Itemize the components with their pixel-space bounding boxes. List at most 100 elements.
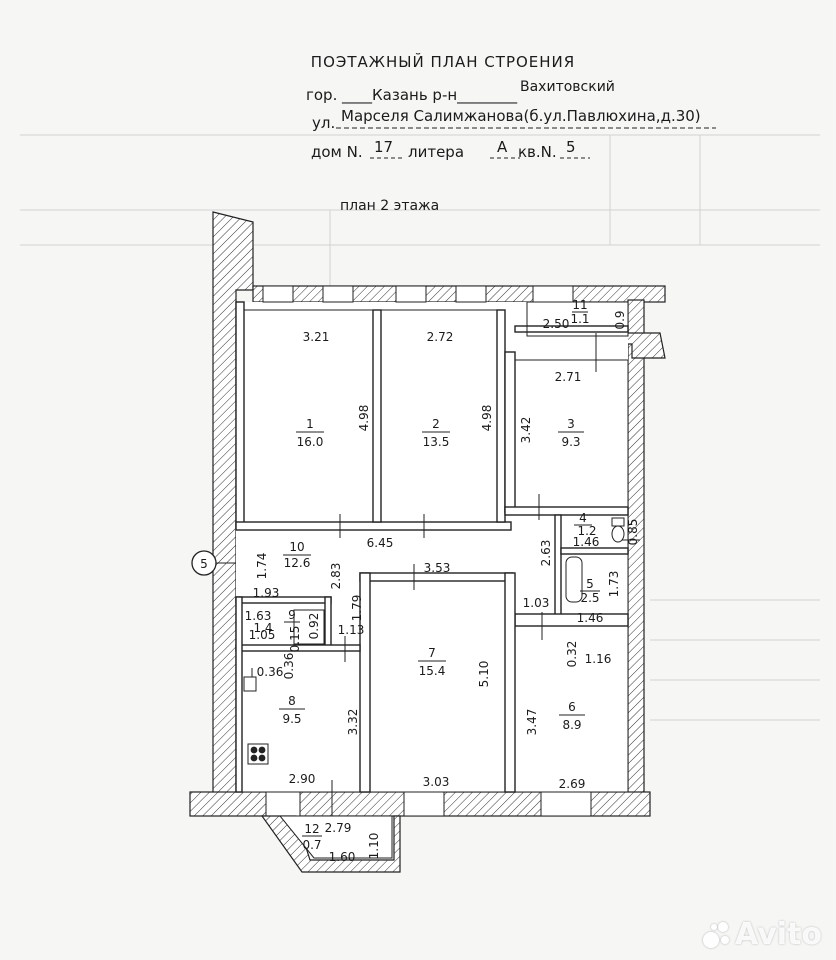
room-number: 2 xyxy=(432,417,440,431)
avito-wordmark: Avito xyxy=(735,917,822,952)
svg-text:2.72: 2.72 xyxy=(427,330,454,344)
apartment-number: 5 xyxy=(566,138,576,156)
room-area: 15.4 xyxy=(419,664,446,678)
axis-marker-label: 5 xyxy=(200,557,208,571)
room-number: 7 xyxy=(428,646,436,660)
room-area: 2.5 xyxy=(580,591,599,605)
room-11: 11 1.1 xyxy=(570,298,589,326)
room-2: 2 13.5 xyxy=(422,417,450,449)
room-area: 1.4 xyxy=(253,621,272,635)
room-8: 8 9.5 xyxy=(279,694,305,726)
svg-text:3.47: 3.47 xyxy=(525,709,539,736)
city-line: ____Казань р-н________ xyxy=(341,86,518,105)
svg-text:2.79: 2.79 xyxy=(325,821,352,835)
room-area: 12.6 xyxy=(284,556,311,570)
svg-text:0.9: 0.9 xyxy=(613,310,627,329)
room-lines xyxy=(241,301,640,830)
litera-label: литера xyxy=(408,143,464,161)
room-number: 3 xyxy=(567,417,575,431)
interior-fill xyxy=(236,302,628,792)
plan-header: ПОЭТАЖНЫЙ ПЛАН СТРОЕНИЯ Вахитовский гор.… xyxy=(306,52,716,214)
svg-text:1.46: 1.46 xyxy=(577,611,604,625)
room-12: 12 0.7 xyxy=(302,822,322,852)
room-number: 12 xyxy=(304,822,319,836)
room-area: 13.5 xyxy=(423,435,450,449)
bathtub-icon xyxy=(565,556,583,603)
room-number: 4 xyxy=(579,511,587,525)
room-10: 10 12.6 xyxy=(283,540,311,570)
district-value: Вахитовский xyxy=(520,79,615,95)
svg-text:5.10: 5.10 xyxy=(477,661,491,688)
room-1: 1 16.0 xyxy=(296,417,324,449)
interior-walls xyxy=(235,301,629,793)
room-3: 3 9.3 xyxy=(558,417,584,449)
svg-text:3.53: 3.53 xyxy=(424,561,451,575)
svg-text:1.46: 1.46 xyxy=(573,535,600,549)
sink-icon xyxy=(243,676,257,692)
room-area: 1.1 xyxy=(570,312,589,326)
street-value: Марселя Салимжанова(б.ул.Павлюхина,д.30) xyxy=(341,107,701,125)
svg-text:3.32: 3.32 xyxy=(346,709,360,736)
room-labels: 1 16.0 2 13.5 3 9.3 4 1.2 5 2.5 6 8.9 xyxy=(253,298,600,852)
svg-text:1.03: 1.03 xyxy=(523,596,550,610)
room-area: 9.3 xyxy=(561,435,580,449)
svg-text:0.36: 0.36 xyxy=(282,653,296,680)
svg-text:0.92: 0.92 xyxy=(307,613,321,640)
litera-value: А xyxy=(497,138,508,156)
svg-text:2.69: 2.69 xyxy=(559,777,586,791)
house-number: 17 xyxy=(374,138,393,156)
room-number: 11 xyxy=(572,298,587,312)
svg-text:1.63: 1.63 xyxy=(245,609,272,623)
room-4: 4 1.2 xyxy=(574,511,597,538)
svg-text:1.93: 1.93 xyxy=(253,586,280,600)
room-area: 16.0 xyxy=(297,435,324,449)
plan-title: ПОЭТАЖНЫЙ ПЛАН СТРОЕНИЯ xyxy=(311,52,575,71)
svg-text:1.73: 1.73 xyxy=(607,571,621,598)
room-number: 8 xyxy=(288,694,296,708)
svg-text:2.71: 2.71 xyxy=(555,370,582,384)
room-area: 8.9 xyxy=(562,718,581,732)
bottom-windows xyxy=(265,791,592,817)
svg-text:4.98: 4.98 xyxy=(480,405,494,432)
svg-text:1.05: 1.05 xyxy=(249,628,276,642)
room-area: 1.2 xyxy=(577,524,596,538)
street-prefix: ул. xyxy=(312,114,335,132)
svg-text:0.32: 0.32 xyxy=(565,641,579,668)
svg-text:1.16: 1.16 xyxy=(585,652,612,666)
room-7: 7 15.4 xyxy=(418,646,446,678)
svg-text:1.79: 1.79 xyxy=(350,595,364,622)
room-area: 0.7 xyxy=(302,838,321,852)
svg-text:3.03: 3.03 xyxy=(423,775,450,789)
axis-marker-icon: 5 xyxy=(191,550,236,576)
stove-icon xyxy=(247,743,269,765)
svg-text:0.85: 0.85 xyxy=(626,519,640,546)
room-number: 5 xyxy=(586,577,594,591)
house-label: дом N. xyxy=(311,143,363,161)
room-number: 6 xyxy=(568,700,576,714)
room-area: 9.5 xyxy=(282,712,301,726)
svg-text:0.36: 0.36 xyxy=(257,665,284,679)
dimension-labels: 3.21 4.98 2.72 4.98 2.50 0.9 2.71 3.42 6… xyxy=(245,310,640,864)
city-prefix: гор. xyxy=(306,86,337,104)
svg-text:1.13: 1.13 xyxy=(338,623,365,637)
svg-text:2.63: 2.63 xyxy=(539,540,553,567)
svg-text:2.50: 2.50 xyxy=(543,317,570,331)
room-number: 1 xyxy=(306,417,314,431)
svg-text:1.74: 1.74 xyxy=(255,553,269,580)
background-ghost-lines xyxy=(20,134,820,721)
room-5: 5 2.5 xyxy=(580,577,600,605)
svg-text:2.90: 2.90 xyxy=(289,772,316,786)
svg-text:0.15: 0.15 xyxy=(288,626,302,653)
svg-text:3.42: 3.42 xyxy=(519,417,533,444)
apartment-label: кв.N. xyxy=(518,143,557,161)
svg-text:3.21: 3.21 xyxy=(303,330,330,344)
toilet-icon xyxy=(611,517,625,543)
room-6: 6 8.9 xyxy=(559,700,585,732)
room-9: 9 1.4 xyxy=(253,608,300,635)
avito-logo-icon: Avito xyxy=(701,917,822,952)
svg-text:1.60: 1.60 xyxy=(329,850,356,864)
svg-text:4.98: 4.98 xyxy=(357,405,371,432)
room-number: 10 xyxy=(289,540,304,554)
avito-dots-icon xyxy=(701,920,731,950)
